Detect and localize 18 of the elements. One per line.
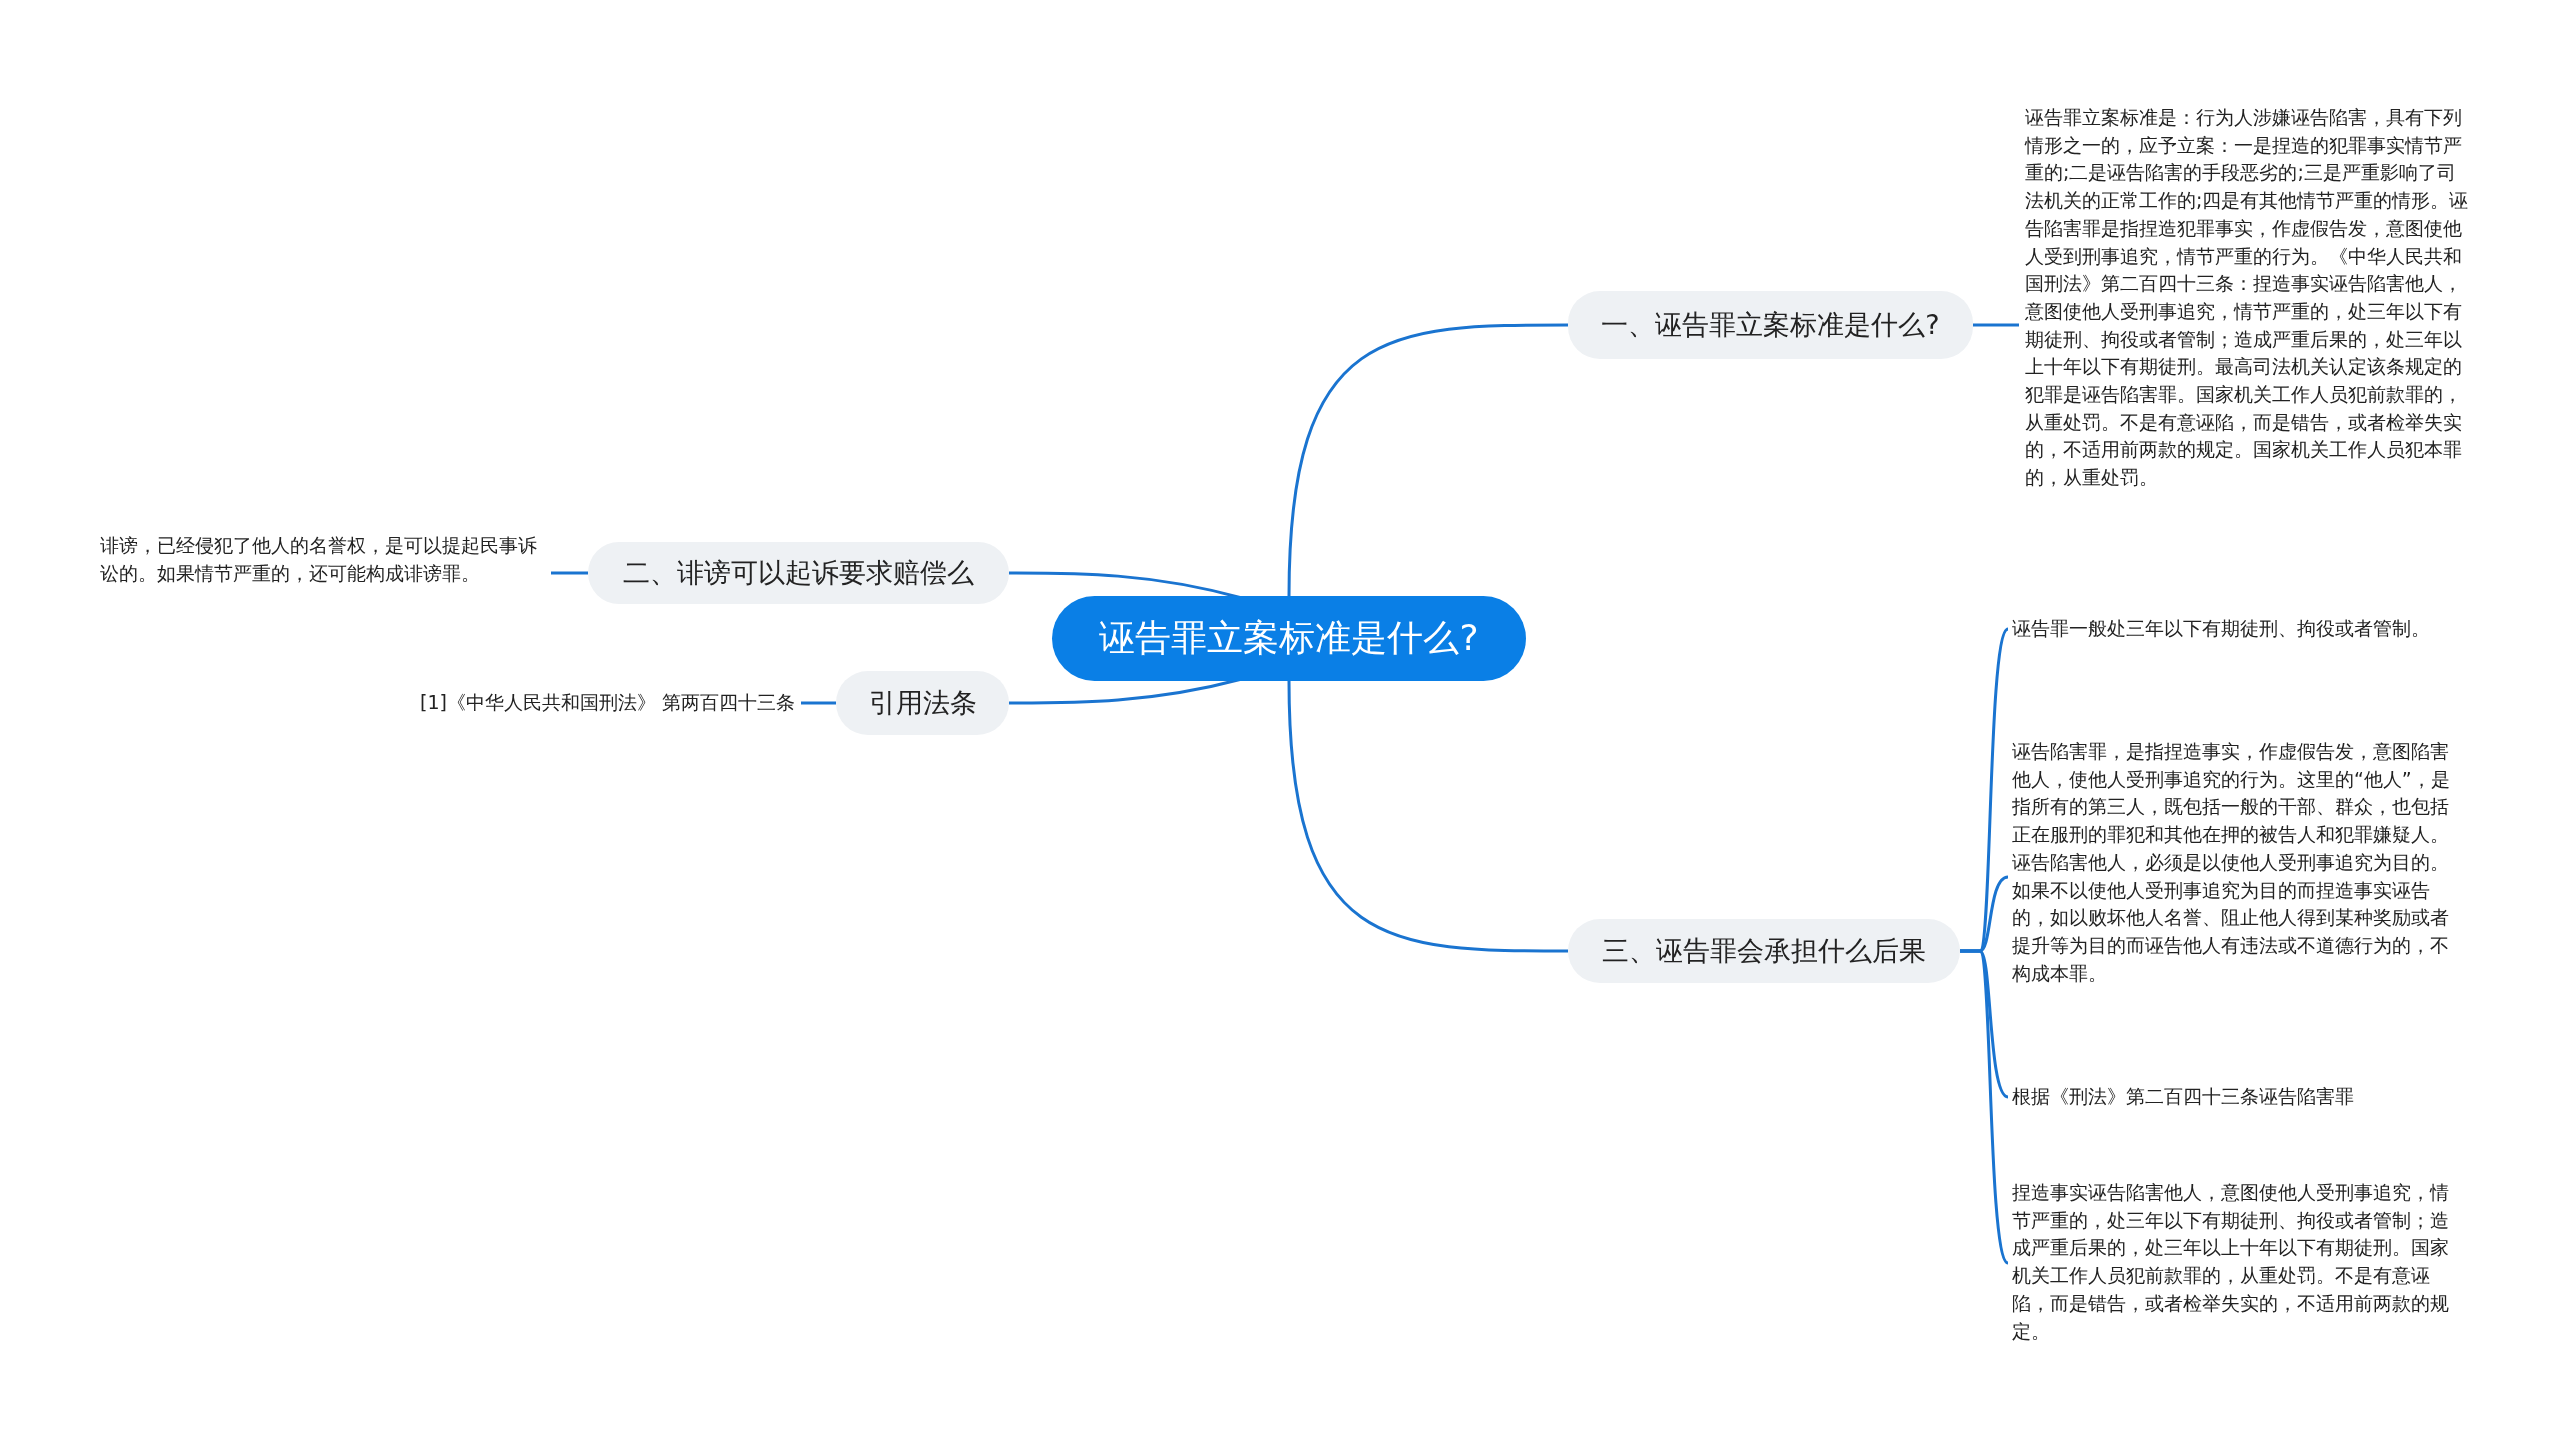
connector-line (801, 701, 836, 705)
topic-box: 引用法条 (836, 671, 1009, 735)
connector-line (1973, 323, 2019, 327)
note-text: 捏造事实诬告陷害他人，意图使他人受刑事追究，情节严重的，处三年以下有期徒刑、拘役或者管制；造成严重后果的，处三年以上十年以下有期徒刑。国家机关工作人员犯前款罪的，从重处罚。不是有意诬陷，而是错告，或者检举失实的，不适用前两款的规定。 (2012, 1179, 2457, 1346)
connector-line (551, 571, 588, 575)
note-text: 根据《刑法》第二百四十三条诬告陷害罪 (2012, 1083, 2457, 1111)
topic-box: 三、诬告罪会承担什么后果 (1568, 919, 1960, 983)
note-text: [1]《中华人民共和国刑法》 第两百四十三条 (355, 689, 795, 717)
connector-line (1960, 949, 2010, 1264)
connector-line (1287, 323, 1568, 597)
note-text: 诬告罪一般处三年以下有期徒刑、拘役或者管制。 (2012, 615, 2457, 643)
central-topic: 诬告罪立案标准是什么? (1052, 596, 1526, 681)
note-text: 诬告陷害罪，是指捏造事实，作虚假告发，意图陷害他人，使他人受刑事追究的行为。这里的“他人”，是指所有的第三人，既包括一般的干部、群众，也包括正在服刑的罪犯和其他在押的被告人和犯罪嫌疑人。诬告陷害他人，必须是以使他人受刑事追究为目的。如果不以使他人受刑事追究为目的而捏造事实诬告的，如以败坏他人名誉、阻止他人得到某种奖励或者提升等为目的而诬告他人有违法或不道德行为的，不构成本罪。 (2012, 738, 2457, 988)
topic-box: 一、诬告罪立案标准是什么? (1568, 291, 1973, 359)
note-text: 诬告罪立案标准是：行为人涉嫌诬告陷害，具有下列情形之一的，应予立案：一是捏造的犯罪事实情节严重的;二是诬告陷害的手段恶劣的;三是严重影响了司法机关的正常工作的;四是有其他情节严重的情形。诬告陷害罪是指捏造犯罪事实，作虚假告发，意图使他人受到刑事追究，情节严重的行为。《中华人民共和国刑法》第二百四十三条：捏造事实诬告陷害他人，意图使他人受刑事追究，情节严重的，处三年以下有期徒刑、拘役或者管制；造成严重后果的，处三年以上十年以下有期徒刑。最高司法机关认定该条规定的犯罪是诬告陷害罪。国家机关工作人员犯前款罪的，从重处罚。不是有意诬陷，而是错告，或者检举失实的，不适用前两款的规定。国家机关工作人员犯本罪的，从重处罚。 (2025, 104, 2470, 492)
connector-line (1287, 680, 1568, 953)
topic-box: 二、诽谤可以起诉要求赔偿么 (588, 542, 1009, 604)
note-text: 诽谤，已经侵犯了他人的名誉权，是可以提起民事诉讼的。如果情节严重的，还可能构成诽谤罪。 (100, 532, 545, 588)
